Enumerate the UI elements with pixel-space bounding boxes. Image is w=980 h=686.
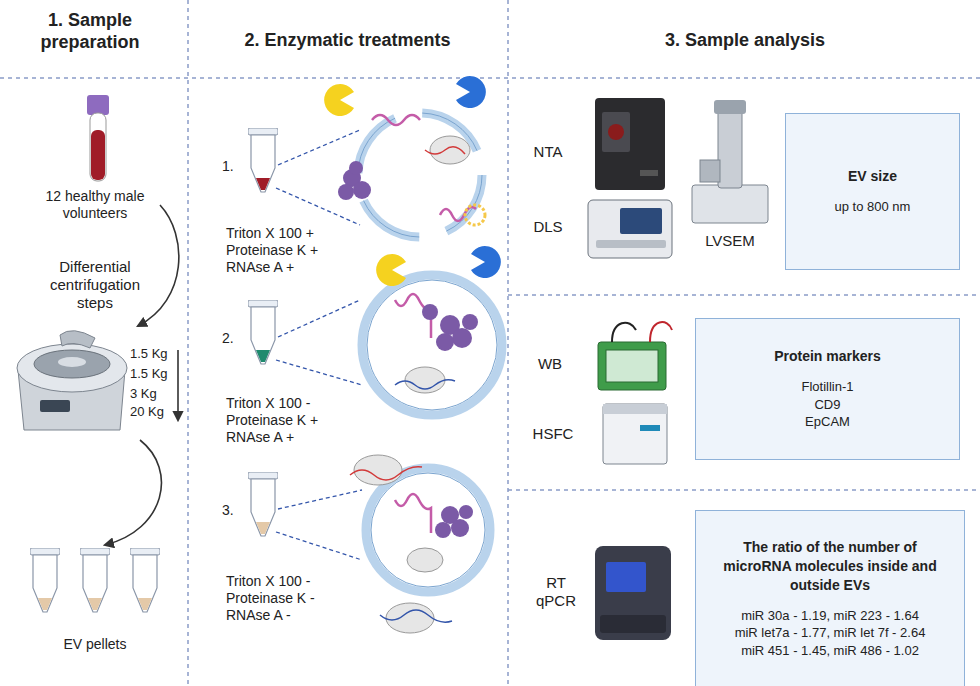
method-label: RT qPCR xyxy=(526,574,586,610)
dls-instrument xyxy=(588,200,672,258)
speed-label: 1.5 Kg xyxy=(130,366,172,382)
tube xyxy=(130,548,160,612)
box-heading: The ratio of the number of microRNA mole… xyxy=(708,538,952,595)
flow-arrow xyxy=(105,440,161,545)
method-label: NTA xyxy=(518,143,578,161)
step-label: Differential centrifugation steps xyxy=(40,258,150,312)
tube xyxy=(30,548,60,612)
speed-label: 20 Kg xyxy=(130,404,172,420)
box-heading: EV size xyxy=(848,167,897,186)
treatment-label: Triton X 100 - Proteinase K - RNAse A - xyxy=(226,573,348,623)
box-text: miR 30a - 1.19, miR 223 - 1.64 xyxy=(741,607,919,625)
vesicle xyxy=(350,455,490,633)
lvsem-microscope xyxy=(692,100,768,223)
zoom-line xyxy=(276,130,362,560)
box-text: EpCAM xyxy=(805,413,850,431)
tube xyxy=(248,300,278,364)
speed-arrow xyxy=(177,350,179,420)
tube xyxy=(248,128,278,192)
qpcr-instrument xyxy=(595,546,671,640)
column-heading: 3. Sample analysis xyxy=(520,30,970,52)
flow-cytometer xyxy=(603,404,667,464)
result-box: EV size up to 800 nm xyxy=(785,113,960,270)
result-box: Protein markersFlotillin-1CD9EpCAM xyxy=(695,318,960,460)
box-text: CD9 xyxy=(814,396,840,414)
sample-label: EV pellets xyxy=(40,636,150,653)
box-text: up to 800 nm xyxy=(835,198,911,216)
speed-label: 1.5 Kg xyxy=(130,346,172,362)
flow-arrow xyxy=(138,205,179,326)
centrifuge xyxy=(17,331,127,430)
box-heading: Protein markers xyxy=(774,347,881,366)
callout-number: 3. xyxy=(222,502,244,519)
callout-number: 2. xyxy=(222,330,244,347)
tube xyxy=(248,472,278,536)
result-box: The ratio of the number of microRNA mole… xyxy=(695,510,965,686)
box-text: miR 451 - 1.45, miR 486 - 1.02 xyxy=(741,642,919,660)
method-label: LVSEM xyxy=(690,232,770,250)
tube xyxy=(80,548,110,612)
column-heading: 1. Sample preparation xyxy=(15,10,165,53)
speed-label: 3 Kg xyxy=(130,386,172,402)
nta-instrument xyxy=(595,98,665,190)
method-label: HSFC xyxy=(520,425,586,443)
treatment-label: Triton X 100 + Proteinase K + RNAse A + xyxy=(226,225,348,275)
box-text: Flotillin-1 xyxy=(801,378,853,396)
vesicle xyxy=(362,246,502,415)
treatment-label: Triton X 100 - Proteinase K + RNAse A + xyxy=(226,395,348,445)
method-label: WB xyxy=(520,355,580,373)
method-label: DLS xyxy=(518,218,578,236)
vesicle xyxy=(324,76,486,237)
western-blot-tank xyxy=(598,322,672,390)
callout-number: 1. xyxy=(222,158,244,175)
blood-tube xyxy=(87,95,109,181)
box-text: miR let7a - 1.77, miR let 7f - 2.64 xyxy=(735,624,926,642)
column-heading: 2. Enzymatic treatments xyxy=(200,30,495,52)
sample-label: 12 healthy male volunteers xyxy=(20,188,170,222)
